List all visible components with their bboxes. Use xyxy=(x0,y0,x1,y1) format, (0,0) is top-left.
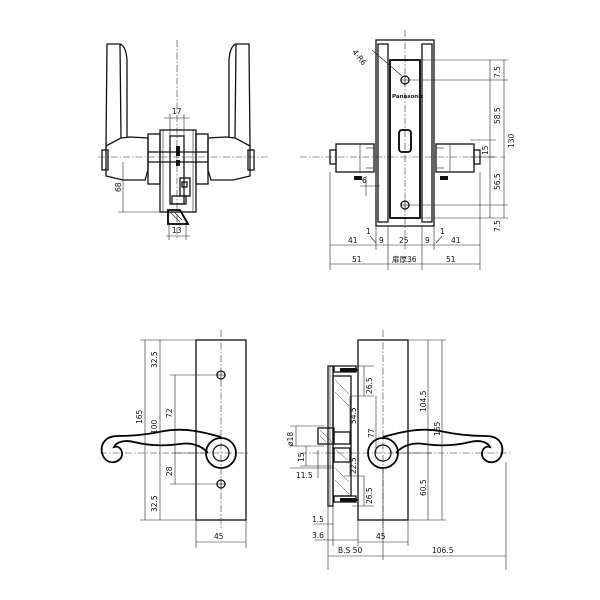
dim-3-6: 3.6 xyxy=(312,531,324,540)
dim-54-5: 54.5 xyxy=(349,407,358,424)
dim-106-5: 106.5 xyxy=(432,546,454,555)
dim-104-5: 104.5 xyxy=(419,390,428,412)
dim-1-right: 1 xyxy=(440,227,445,236)
dim-15: 15 xyxy=(297,452,306,462)
hole-note: 4-R6 xyxy=(350,48,368,67)
dim-7-5-top: 7.5 xyxy=(493,66,502,78)
dim-1-left: 1 xyxy=(366,227,371,236)
dim-32-5-bottom: 32.5 xyxy=(150,495,159,512)
dim-25: 25 xyxy=(399,236,409,245)
front-view-lever: 32.5 165 100 72 28 32.5 45 xyxy=(100,330,250,548)
dim-15: 15 xyxy=(481,145,490,155)
dim-60-5: 60.5 xyxy=(419,479,428,496)
dim-32-5-top: 32.5 xyxy=(150,351,159,368)
dim-41-right: 41 xyxy=(451,236,461,245)
dim-45: 45 xyxy=(214,532,224,541)
dim-1-5: 1.5 xyxy=(312,515,324,524)
top-view-lever-handles: 17 68 13 xyxy=(98,40,268,240)
dim-6: 6 xyxy=(362,176,367,185)
dim-45: 45 xyxy=(376,532,386,541)
dim-72: 72 xyxy=(165,408,174,418)
side-view-escutcheon: Panasonic 4-R6 7.5 58.5 130 xyxy=(300,30,516,270)
dim-58-5: 58.5 xyxy=(493,107,502,124)
dim-diameter-18: ø18 xyxy=(286,432,295,446)
dim-41-left: 41 xyxy=(348,236,358,245)
dim-17: 17 xyxy=(172,107,182,116)
door-thickness: 扉厚36 xyxy=(392,254,417,264)
dim-51-right: 51 xyxy=(446,255,456,264)
dim-130: 130 xyxy=(507,133,516,148)
dim-68: 68 xyxy=(114,182,123,192)
dim-13: 13 xyxy=(172,226,182,235)
dim-26-5-bottom: 26.5 xyxy=(365,487,374,504)
dim-51-left: 51 xyxy=(352,255,362,264)
dim-100: 100 xyxy=(150,419,159,434)
dim-165: 165 xyxy=(135,409,144,424)
front-view-with-section: ø18 15 11.5 26.5 54.5 77 22.5 26.5 104.5… xyxy=(286,330,510,570)
dim-165: 165 xyxy=(433,421,442,436)
dim-26-5-top: 26.5 xyxy=(365,377,374,394)
dim-9-left: 9 xyxy=(379,236,384,245)
dim-28: 28 xyxy=(165,466,174,476)
dim-77: 77 xyxy=(367,428,376,438)
brand-label: Panasonic xyxy=(392,94,423,100)
dim-22-5: 22.5 xyxy=(349,457,358,474)
dim-11-5: 11.5 xyxy=(296,471,313,480)
dim-9-right: 9 xyxy=(425,236,430,245)
dim-56-5: 56.5 xyxy=(493,173,502,190)
backset: B.S 50 xyxy=(338,546,362,555)
dim-7-5-bottom: 7.5 xyxy=(493,220,502,232)
